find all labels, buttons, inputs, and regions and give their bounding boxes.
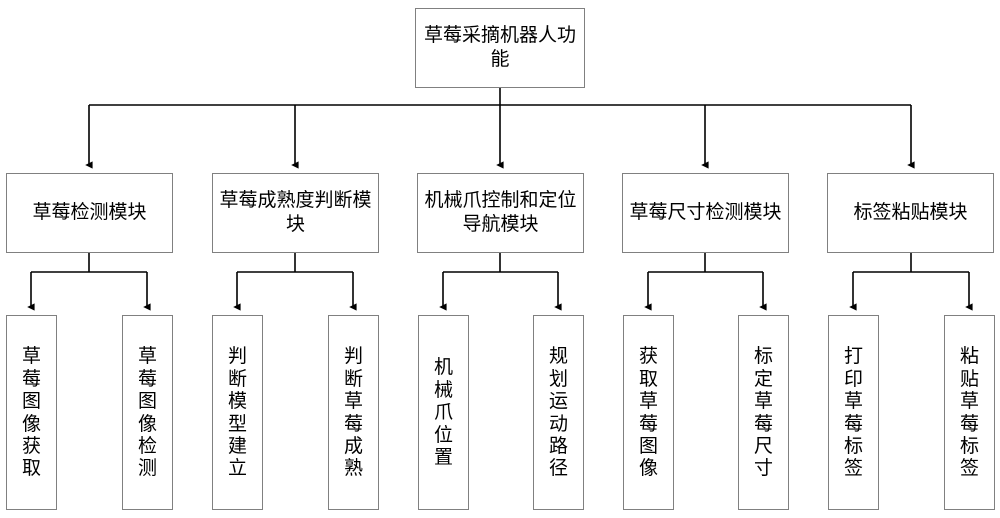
leaf-node-2-label: 草莓图像检测: [138, 345, 158, 480]
leaf-node-9-label: 打印草莓标签: [844, 345, 864, 480]
leaf-node-5-label: 机械爪位置: [434, 356, 454, 469]
module-node-4-label: 草莓尺寸检测模块: [629, 201, 782, 224]
module-node-4[interactable]: 草莓尺寸检测模块: [622, 173, 789, 253]
module-node-2[interactable]: 草莓成熟度判断模块: [212, 173, 379, 253]
module-node-2-label: 草莓成熟度判断模块: [219, 189, 372, 235]
module-node-3[interactable]: 机械爪控制和定位导航模块: [417, 173, 584, 253]
module2-branch-connector: [233, 253, 357, 311]
module-node-1[interactable]: 草莓检测模块: [6, 173, 173, 253]
leaf-node-6[interactable]: 规划运动路径: [533, 315, 584, 510]
module5-branch-connector: [849, 253, 973, 311]
leaf-node-6-label: 规划运动路径: [549, 345, 569, 480]
leaf-node-10-label: 粘贴草莓标签: [960, 345, 980, 480]
module3-branch-connector: [439, 253, 562, 311]
leaf-node-9[interactable]: 打印草莓标签: [828, 315, 879, 510]
leaf-node-7[interactable]: 获取草莓图像: [623, 315, 674, 510]
root-node[interactable]: 草莓采摘机器人功能: [415, 8, 585, 88]
leaf-node-5[interactable]: 机械爪位置: [418, 315, 469, 510]
leaf-node-1-label: 草莓图像获取: [22, 345, 42, 480]
leaf-node-8[interactable]: 标定草莓尺寸: [738, 315, 789, 510]
leaf-node-2[interactable]: 草莓图像检测: [122, 315, 173, 510]
leaf-node-4[interactable]: 判断草莓成熟: [328, 315, 379, 510]
leaf-node-4-label: 判断草莓成熟: [344, 345, 364, 480]
module4-branch-connector: [644, 253, 767, 311]
module-node-3-label: 机械爪控制和定位导航模块: [424, 189, 577, 235]
leaf-node-1[interactable]: 草莓图像获取: [6, 315, 57, 510]
leaf-node-7-label: 获取草莓图像: [639, 345, 659, 480]
module1-branch-connector: [27, 253, 151, 311]
module-node-5-label: 标签粘贴模块: [853, 201, 968, 224]
leaf-node-10[interactable]: 粘贴草莓标签: [944, 315, 995, 510]
leaf-node-3[interactable]: 判断模型建立: [212, 315, 263, 510]
leaf-node-8-label: 标定草莓尺寸: [754, 345, 774, 480]
module-node-5[interactable]: 标签粘贴模块: [827, 173, 994, 253]
bus-to-module-arrows: [85, 105, 915, 169]
root-node-label: 草莓采摘机器人功能: [423, 24, 576, 70]
module-node-1-label: 草莓检测模块: [32, 201, 147, 224]
leaf-node-3-label: 判断模型建立: [228, 345, 248, 480]
